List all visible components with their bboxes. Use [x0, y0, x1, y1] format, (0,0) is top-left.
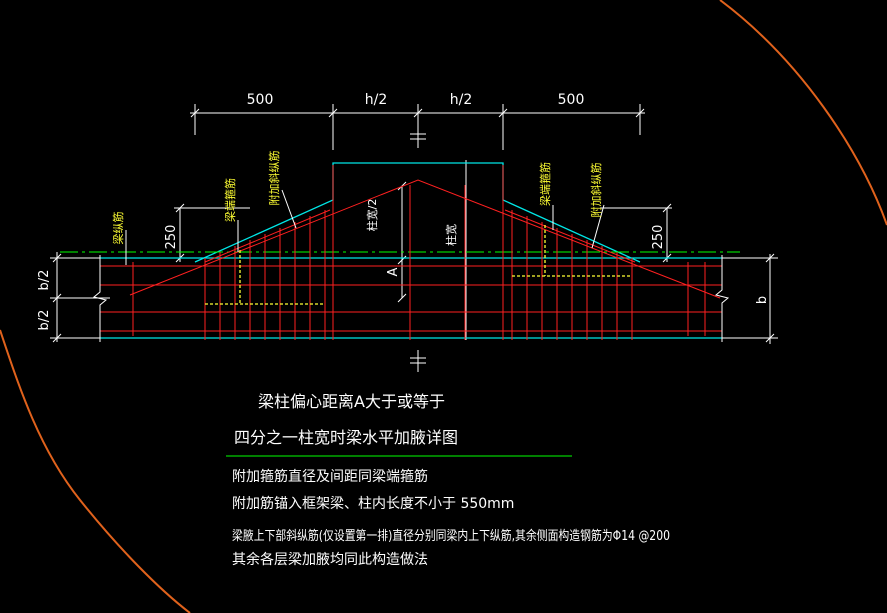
label-leaders	[125, 189, 605, 265]
dim-250-left-lines	[174, 203, 250, 263]
label-beam-long-bar: 梁纵筋	[111, 212, 125, 245]
boundary-curve-right	[719, 0, 887, 226]
dim-250-left: 250	[164, 225, 179, 250]
break-marks	[92, 255, 730, 342]
label-extra-diag-right: 附加斜纵筋	[589, 163, 603, 218]
dim-top-h2-right: h/2	[450, 92, 473, 108]
note-1: 附加箍筋直径及间距同梁端箍筋	[232, 468, 428, 485]
note-3: 梁腋上下部斜纵筋(仅设置第一排)直径分别同梁内上下纵筋,其余侧面构造钢筋为Φ14…	[232, 528, 670, 544]
rebar-group	[100, 165, 722, 340]
top-dimension	[190, 104, 645, 150]
label-extra-diag-left: 附加斜纵筋	[267, 151, 281, 206]
note-4: 其余各层梁加腋均同此构造做法	[232, 551, 428, 568]
dim-col-half: 柱宽/2	[365, 199, 379, 232]
extra-diagonal-bars	[205, 225, 632, 305]
dim-top-h2-left: h/2	[365, 92, 388, 108]
title-line-1: 梁柱偏心距离A大于或等于	[258, 392, 445, 411]
dim-top-left-500: 500	[247, 92, 274, 108]
right-dimension	[722, 253, 778, 344]
dim-a-lines	[397, 181, 407, 303]
note-2: 附加筋锚入框架梁、柱内长度不小于 550mm	[232, 495, 514, 512]
dim-b-half-bottom: b/2	[37, 310, 52, 331]
dim-250-right: 250	[651, 225, 666, 250]
dim-b-total: b	[755, 296, 770, 304]
dim-b-half-top: b/2	[37, 270, 52, 291]
column-axis-mark	[410, 128, 426, 372]
dim-a: A	[386, 267, 401, 276]
label-haunch-stirrup-left: 梁端箍筋	[223, 178, 237, 222]
dim-col-width: 柱宽	[444, 224, 458, 246]
title-line-2: 四分之一柱宽时梁水平加腋详图	[234, 428, 458, 447]
dim-top-right-500: 500	[558, 92, 585, 108]
boundary-curve-bottom	[0, 329, 191, 613]
label-haunch-stirrup-right: 梁端箍筋	[538, 162, 552, 206]
